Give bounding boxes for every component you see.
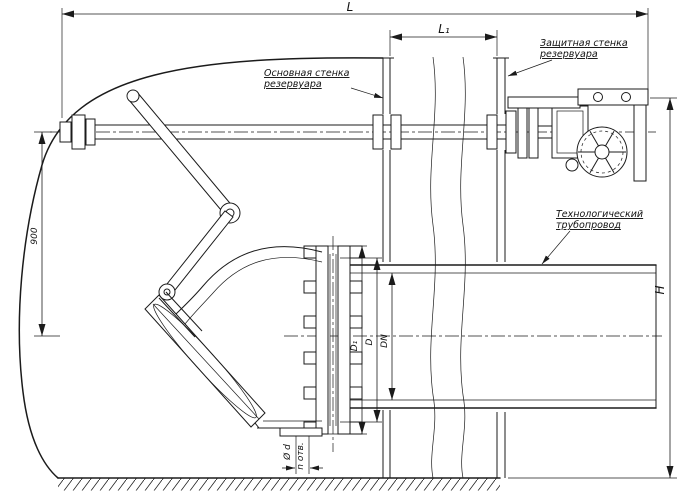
bracket-hole — [621, 92, 631, 102]
ground-hatching — [58, 478, 500, 491]
flap-plate — [144, 294, 266, 428]
main-wall-gland — [372, 114, 384, 150]
side-plate — [633, 104, 647, 182]
protective-wall — [493, 57, 509, 478]
leader-line — [350, 87, 384, 99]
dim-D1-label: D₁ — [350, 340, 360, 351]
mounting-bracket — [577, 88, 649, 106]
upper-lever-arm — [128, 91, 235, 217]
tank-shell — [18, 57, 384, 479]
shaft-end-nut — [71, 114, 86, 150]
lower-lever-arm — [162, 210, 234, 296]
note-pipeline: Технологический трубопровод — [541, 209, 643, 265]
dim-L: L — [61, 0, 649, 118]
handwheel-hub — [594, 144, 610, 160]
note-main-wall: Основная стенка резервуара — [263, 68, 384, 99]
break-lines — [430, 56, 466, 479]
note-protective-wall: Защитная стенка резервуара — [507, 38, 628, 77]
main-wall — [379, 57, 394, 478]
bracket-hole — [593, 92, 603, 102]
note-pipeline-line2: трубопровод — [556, 220, 621, 231]
dim-L1: L₁ — [389, 22, 498, 56]
dim-D-label: D — [365, 338, 375, 345]
dim-L-label: L — [347, 0, 354, 14]
dim-DN-label: DN — [380, 334, 390, 348]
protective-wall-gland — [486, 114, 498, 150]
break-line-left — [430, 56, 436, 479]
note-protective-wall-line1: Защитная стенка — [540, 38, 628, 49]
note-protective-wall-line2: резервуара — [539, 49, 598, 60]
coupling — [517, 105, 528, 159]
flap-lever-assembly — [126, 89, 241, 338]
support-bar — [507, 96, 581, 109]
dim-bolt-hole: Ø d n отв. — [282, 436, 323, 474]
lever-tip — [126, 89, 140, 103]
dim-900: 900 — [30, 131, 60, 337]
leader-line — [541, 230, 571, 265]
dim-D: D — [340, 257, 382, 423]
break-line-right — [460, 56, 466, 479]
shaft-end-cap — [59, 121, 72, 143]
foundation — [57, 477, 501, 491]
leader-line — [507, 59, 553, 77]
dim-L1-label: L₁ — [438, 22, 450, 36]
note-pipeline-line1: Технологический — [556, 209, 643, 220]
dim-hole-count-label: n отв. — [296, 442, 306, 469]
dim-H: H — [508, 97, 677, 479]
dim-H-label: H — [653, 285, 667, 294]
dim-DN: DN — [380, 273, 396, 400]
shaft-boss — [565, 158, 579, 172]
dim-D1: D₁ — [328, 245, 367, 435]
note-main-wall-line2: резервуара — [263, 79, 322, 90]
process-pipe — [349, 264, 657, 409]
handwheel-spokes — [578, 130, 626, 174]
drive-mechanism — [505, 88, 649, 182]
note-main-wall-line1: Основная стенка — [264, 68, 350, 79]
dim-900-label: 900 — [30, 227, 40, 244]
dim-hole-diameter-label: Ø d — [282, 444, 293, 461]
